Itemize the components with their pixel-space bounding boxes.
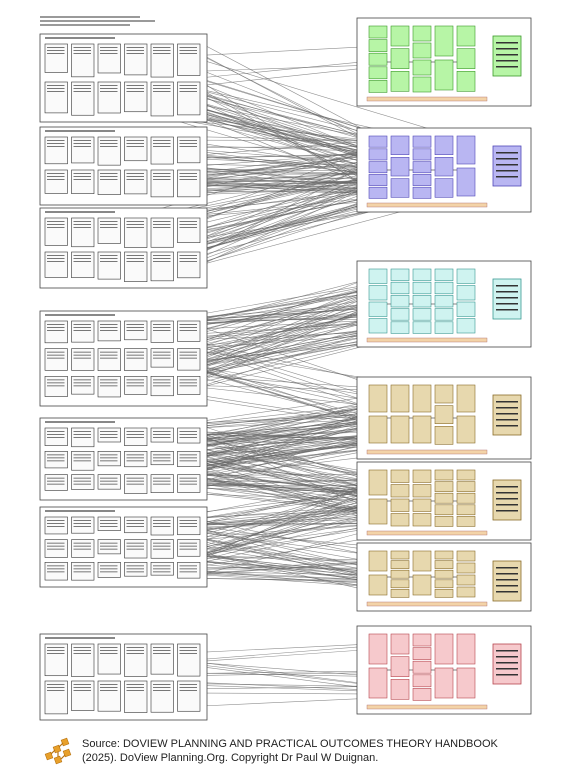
left-indicator-groups	[39, 33, 208, 721]
left-group-2	[39, 126, 208, 206]
left-group-3	[39, 207, 208, 289]
source-caption: Source: DOVIEW PLANNING AND PRACTICAL OU…	[40, 735, 570, 773]
caption-text: Source: DOVIEW PLANNING AND PRACTICAL OU…	[82, 737, 572, 765]
outcome-model-4	[356, 376, 532, 460]
doview-logo-icon	[44, 737, 72, 765]
left-group-4	[39, 310, 208, 407]
outcome-model-1	[356, 17, 532, 107]
caption-line-1: Source: DOVIEW PLANNING AND PRACTICAL OU…	[82, 738, 498, 750]
right-outcome-models	[356, 17, 532, 715]
left-group-1	[39, 33, 208, 123]
left-group-6	[39, 506, 208, 588]
left-group-7	[39, 633, 208, 721]
outcome-model-7	[356, 625, 532, 715]
page-header-lines	[40, 16, 160, 32]
left-group-5	[39, 417, 208, 501]
outcome-model-2	[356, 127, 532, 213]
caption-line-2: (2025). DoView Planning.Org. Copyright D…	[82, 752, 379, 764]
outcome-model-6	[356, 542, 532, 612]
outcome-model-3	[356, 260, 532, 348]
outcome-model-5	[356, 461, 532, 541]
